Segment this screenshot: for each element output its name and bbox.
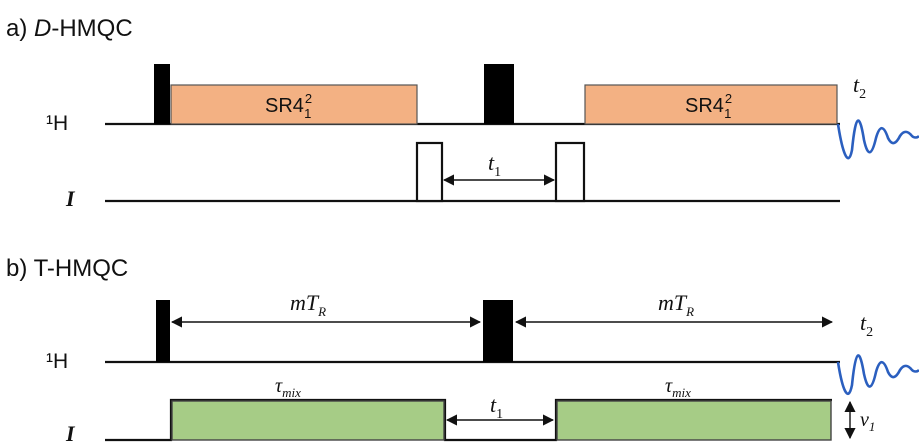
panel-b-mix-label-1: τmix: [275, 375, 301, 400]
panel-b-t2-label: t2: [860, 310, 873, 340]
panel-b-i-baseline: [105, 398, 832, 442]
panel-b-delay-label-1: mTR: [290, 290, 326, 319]
panel-b-h-pulse-2: [483, 300, 513, 362]
panel-b-title: b) T-HMQC: [6, 255, 128, 282]
panel-b-mix-label-2: τmix: [665, 375, 691, 400]
panel-a-h-channel-label: ¹H: [46, 112, 68, 135]
panel-b-mix-block-1: [171, 400, 445, 441]
panel-b-h-pulse-1: [156, 300, 170, 362]
panel-a-fid: [836, 119, 919, 160]
panel-b-delay-label-2: mTR: [658, 290, 694, 319]
panel-a-i-channel-label: I: [65, 186, 76, 211]
panel-a-h-pulse-2: [484, 64, 514, 124]
panel-a-t1-label: t1: [488, 150, 501, 180]
panel-b-h-channel-label: ¹H: [46, 350, 68, 373]
panel-a-i-pulse-2: [554, 141, 586, 203]
panel-a-i-pulse-1: [415, 141, 444, 203]
panel-a-title: a) D-HMQC: [6, 15, 133, 42]
panel-a-sr-block-2: [584, 84, 838, 125]
panel-b-rf-amplitude-label: ν1: [860, 409, 875, 434]
panel-b-i-channel-label: I: [65, 421, 76, 442]
panel-b-t1-label: t1: [490, 392, 503, 422]
panel-b-mix-block-2: [556, 400, 832, 441]
panel-a-h-pulse-1: [154, 64, 170, 124]
panel-a-sr-block-1: [170, 84, 418, 125]
panel-b-fid: [836, 354, 919, 396]
panel-a-t2-label: t2: [853, 72, 866, 102]
